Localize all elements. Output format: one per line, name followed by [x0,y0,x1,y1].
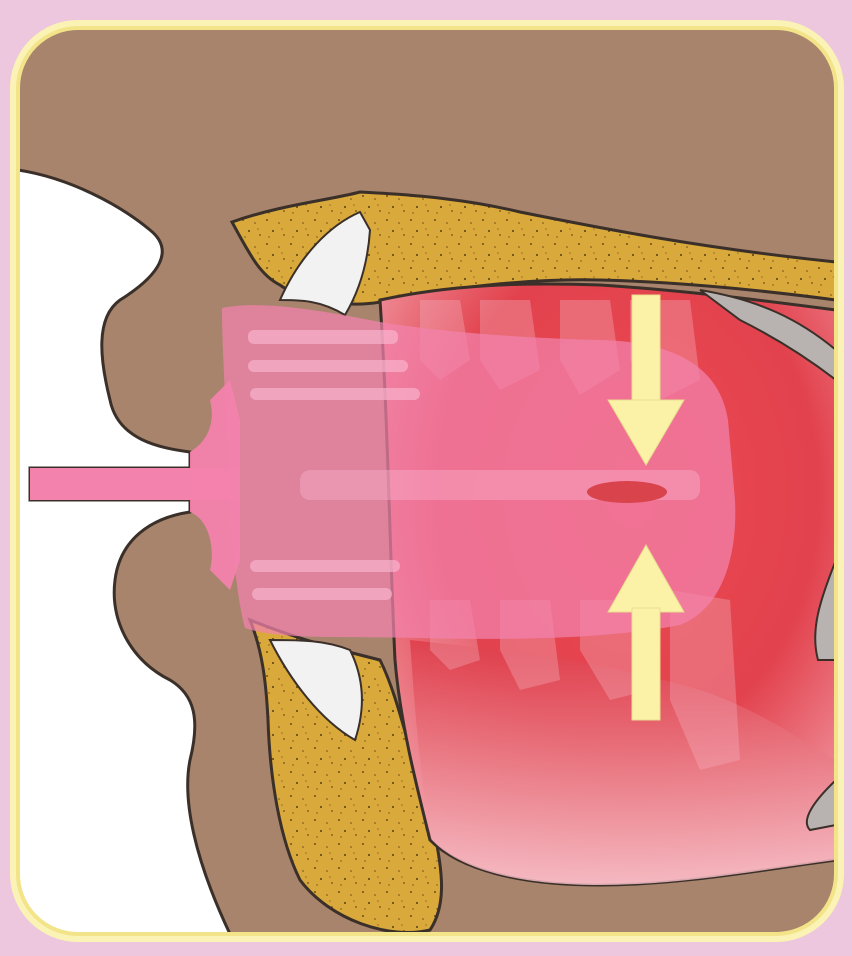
device-slot [587,481,667,503]
